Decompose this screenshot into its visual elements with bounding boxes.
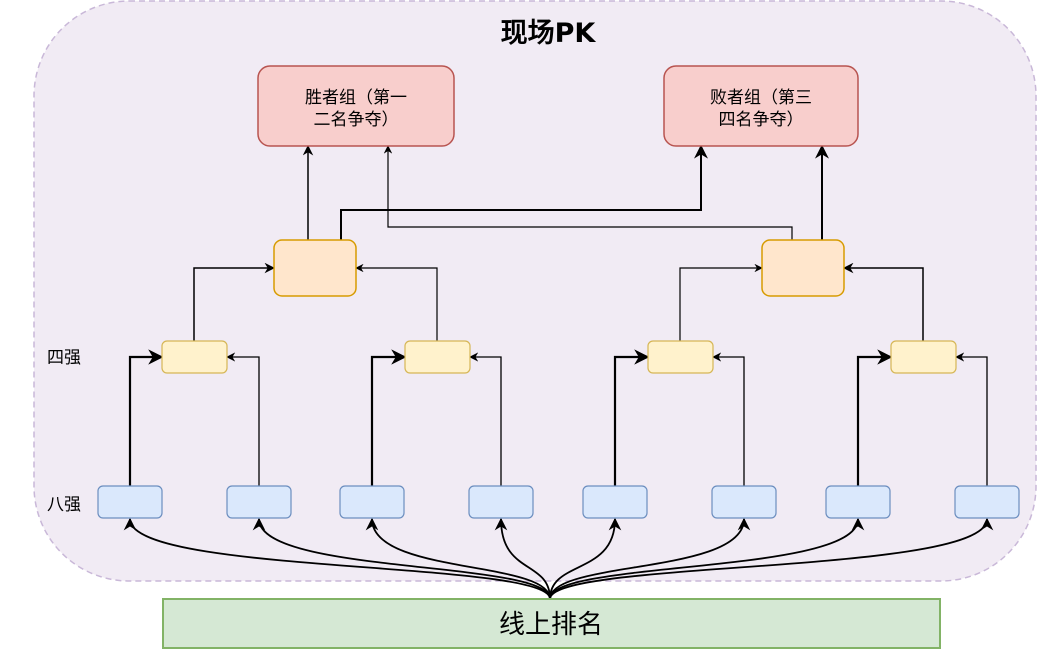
losers-group-label-line1: 败者组（第三 — [710, 88, 812, 108]
edge-ranking-to-top8 — [549, 517, 994, 600]
edge-top8-to-quarter — [955, 352, 988, 486]
edge-ranking-to-top8 — [252, 517, 551, 600]
semifinal-node-right — [761, 239, 845, 297]
semifinal-node-left — [273, 239, 357, 297]
edge-semi-to-losers — [340, 144, 708, 240]
edge-quarter-to-semi — [193, 262, 276, 341]
losers-group-label-line2: 四名争夺） — [719, 110, 804, 130]
quarterfinal-node-2 — [404, 340, 471, 374]
edge-ranking-to-top8 — [494, 517, 551, 600]
edge-ranking-to-top8 — [549, 517, 622, 600]
quarterfinal-node-3 — [647, 340, 714, 374]
row-label-top8: 八强 — [47, 495, 81, 515]
edge-top8-to-quarter — [128, 349, 164, 486]
online-ranking-node — [162, 598, 941, 649]
online-ranking-label: 线上排名 — [499, 610, 603, 640]
top8-node-2 — [226, 485, 292, 519]
losers-group-node: 败者组（第三 四名争夺） — [663, 65, 859, 147]
edge-ranking-to-top8 — [365, 517, 551, 600]
top8-node-3 — [339, 485, 405, 519]
top8-node-7 — [825, 485, 891, 519]
edge-top8-to-quarter — [370, 349, 407, 486]
edge-quarter-to-semi — [842, 262, 924, 341]
top8-node-6 — [711, 485, 777, 519]
edge-top8-to-quarter — [469, 352, 502, 486]
edge-semi-to-winners — [383, 145, 793, 240]
winners-group-label-line1: 胜者组（第一 — [305, 88, 407, 108]
top8-node-1 — [97, 485, 163, 519]
container-title: 现场PK — [501, 18, 597, 49]
edge-quarter-to-semi — [679, 263, 763, 341]
edge-top8-to-quarter — [712, 352, 745, 486]
edge-ranking-to-top8 — [549, 517, 751, 600]
top8-node-4 — [468, 485, 534, 519]
row-label-top4: 四强 — [47, 348, 81, 368]
winners-group-node: 胜者组（第一 二名争夺） — [257, 65, 455, 147]
edge-ranking-to-top8 — [549, 517, 865, 600]
edge-top8-to-quarter — [613, 349, 650, 486]
top8-node-5 — [582, 485, 648, 519]
quarterfinal-node-4 — [890, 340, 957, 374]
edge-top8-to-quarter — [856, 349, 893, 486]
edge-quarter-to-semi — [355, 263, 438, 341]
edge-top8-to-quarter — [226, 352, 260, 486]
winners-group-label-line2: 二名争夺） — [314, 110, 399, 130]
quarterfinal-node-1 — [161, 340, 228, 374]
edge-ranking-to-top8 — [123, 517, 551, 600]
top8-node-8 — [954, 485, 1020, 519]
